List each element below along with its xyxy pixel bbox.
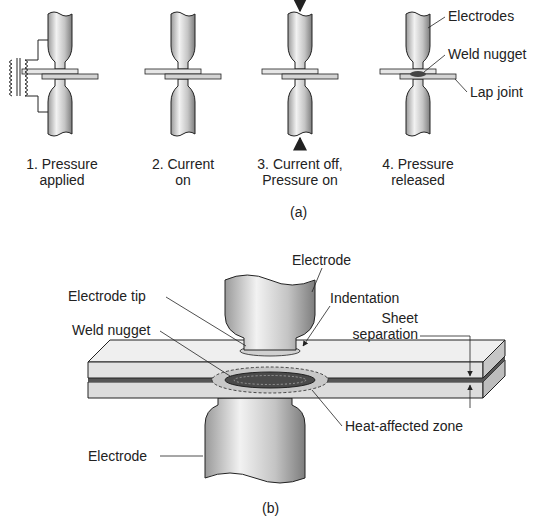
panel-label: (b) xyxy=(262,500,279,516)
step-3 xyxy=(262,0,338,150)
part-label: Weld nugget xyxy=(72,322,150,338)
panel-label: (a) xyxy=(290,204,307,220)
part-label: Lap joint xyxy=(470,84,523,100)
part-label: Heat-affected zone xyxy=(345,418,463,434)
step-2 xyxy=(145,12,221,136)
part-label: Electrodes xyxy=(448,8,514,24)
step-4 xyxy=(380,12,467,136)
part-label: Electrode xyxy=(88,448,147,464)
step-caption: 4. Pressure released xyxy=(373,156,463,188)
spot-weld-detail xyxy=(88,268,505,483)
part-label: Indentation xyxy=(330,290,399,306)
part-label: Sheet separation xyxy=(342,310,418,342)
part-label: Electrode tip xyxy=(68,288,146,304)
part-label: Weld nugget xyxy=(448,46,526,62)
step-1 xyxy=(10,12,99,136)
step-caption: 2. Current on xyxy=(147,156,219,188)
step-caption: 1. Pressure applied xyxy=(20,156,104,188)
step-caption: 3. Current off, Pressure on xyxy=(246,156,354,188)
part-label: Electrode xyxy=(292,252,351,268)
